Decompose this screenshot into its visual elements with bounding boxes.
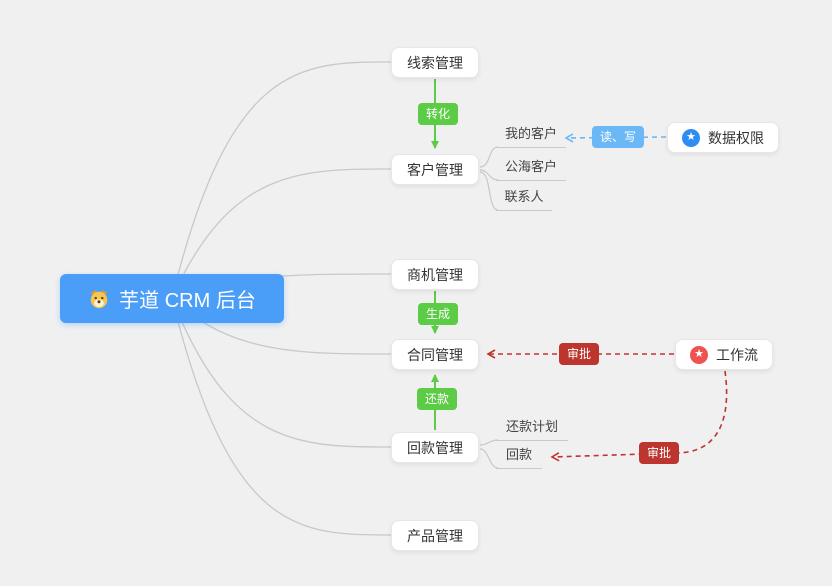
node-receivable-label: 回款管理 xyxy=(407,439,463,456)
root-node-label: 芋道 CRM 后台 xyxy=(119,290,256,312)
node-contract-management[interactable]: 合同管理 xyxy=(391,339,479,370)
node-lead-label: 线索管理 xyxy=(407,54,463,71)
node-product-label: 产品管理 xyxy=(407,527,463,544)
badge-approve-receivable: 审批 xyxy=(639,442,680,464)
node-product-management[interactable]: 产品管理 xyxy=(391,520,479,551)
node-receivable-management[interactable]: 回款管理 xyxy=(391,432,479,463)
node-workflow[interactable]: ★ 工作流 xyxy=(675,339,773,370)
dog-icon xyxy=(88,288,110,310)
node-customer-label: 客户管理 xyxy=(407,161,463,178)
child-repayment-plan[interactable]: 还款计划 xyxy=(496,419,568,441)
star-icon: ★ xyxy=(682,128,700,147)
node-opportunity-label: 商机管理 xyxy=(407,266,463,283)
node-contract-label: 合同管理 xyxy=(407,346,463,363)
badge-generate: 生成 xyxy=(418,303,459,325)
node-opportunity-management[interactable]: 商机管理 xyxy=(391,259,479,290)
badge-repay: 还款 xyxy=(417,388,458,410)
child-my-customers[interactable]: 我的客户 xyxy=(496,126,566,148)
child-contacts[interactable]: 联系人 xyxy=(496,189,552,211)
node-data-permission-label: 数据权限 xyxy=(708,129,764,146)
node-workflow-label: 工作流 xyxy=(716,346,758,363)
node-data-permission[interactable]: ★ 数据权限 xyxy=(667,122,779,153)
badge-read-write: 读、写 xyxy=(592,126,645,148)
badge-approve-contract: 审批 xyxy=(559,343,600,365)
child-repayment[interactable]: 回款 xyxy=(496,447,542,469)
star-icon: ★ xyxy=(690,345,708,364)
child-public-customers[interactable]: 公海客户 xyxy=(496,159,566,181)
badge-convert: 转化 xyxy=(418,103,459,125)
node-customer-management[interactable]: 客户管理 xyxy=(391,154,479,185)
root-node-crm-admin[interactable]: 芋道 CRM 后台 xyxy=(60,274,284,323)
node-lead-management[interactable]: 线索管理 xyxy=(391,47,479,78)
